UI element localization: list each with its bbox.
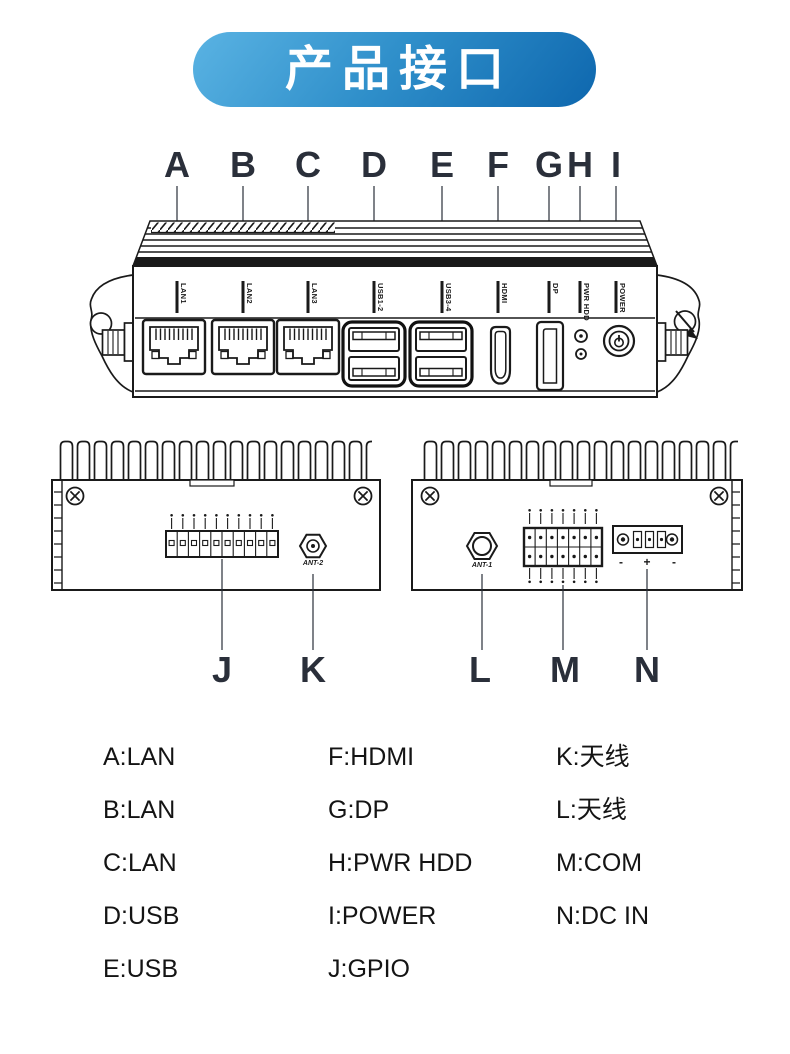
led-indicators — [574, 329, 588, 360]
callout-letter-f: F — [487, 144, 509, 185]
bottom-right-callout-lines — [481, 569, 648, 650]
lan-port-2 — [210, 318, 276, 376]
legend-item: F:HDMI — [328, 743, 415, 771]
legend-item: N:DC IN — [556, 902, 650, 930]
front-heatsink-top — [131, 220, 659, 267]
heatsink-fins — [422, 438, 738, 482]
callout-letter-i: I — [610, 144, 622, 185]
heatsink-fins — [58, 438, 372, 482]
port-label-pwr-hdd: PWR HDD — [582, 283, 591, 321]
corner-screw — [420, 486, 440, 506]
hdmi-port — [489, 325, 512, 385]
dc-in-terminal — [612, 525, 683, 554]
corner-screw — [353, 486, 373, 506]
page-title-banner: 产品接口 — [193, 32, 596, 107]
legend-item: B:LAN — [103, 796, 176, 824]
callout-letter-j: J — [211, 649, 233, 690]
dc-pin-minus-right: - — [672, 555, 676, 569]
dp-port — [535, 320, 565, 392]
antenna-connector-1 — [465, 532, 499, 560]
callout-letter-g: G — [534, 144, 564, 185]
legend-item: E:USB — [103, 955, 179, 983]
dc-pin-plus: + — [643, 555, 651, 569]
callout-letter-k: K — [300, 649, 326, 690]
page-title: 产品接口 — [284, 42, 513, 96]
port-legend: A:LAN B:LAN C:LAN D:USB E:USB F:HDMI G:D… — [0, 742, 790, 1022]
lan-port-3 — [275, 318, 341, 376]
port-label-usb1-2: USB1-2 — [376, 283, 385, 312]
corner-screw — [709, 486, 729, 506]
callout-letter-d: D — [361, 144, 387, 185]
com-header — [522, 508, 604, 584]
port-label-lan1: LAN1 — [179, 283, 188, 304]
bottom-right-device-drawing — [411, 438, 743, 650]
callout-letter-h: H — [567, 144, 593, 185]
lan-port-1 — [141, 318, 207, 376]
legend-item: D:USB — [103, 902, 180, 930]
legend-item: I:POWER — [328, 902, 437, 930]
port-label-dp: DP — [551, 283, 560, 295]
port-label-lan2: LAN2 — [245, 283, 254, 304]
usb-ports-1-2 — [341, 320, 407, 388]
legend-item: K:天线 — [556, 743, 630, 771]
callout-letter-c: C — [295, 144, 321, 185]
bottom-left-callout-lines — [221, 559, 314, 650]
legend-item: L:天线 — [556, 796, 627, 824]
legend-item: C:LAN — [103, 849, 177, 877]
legend-column-2: F:HDMI G:DP H:PWR HDD I:POWER J:GPIO — [328, 742, 472, 1007]
port-label-hdmi: HDMI — [500, 283, 509, 304]
port-label-usb3-4: USB3-4 — [444, 283, 453, 312]
usb-ports-3-4 — [408, 320, 474, 388]
legend-column-1: A:LAN B:LAN C:LAN D:USB E:USB — [103, 742, 179, 1007]
callout-letter-m: M — [550, 649, 580, 690]
callout-letter-n: N — [634, 649, 660, 690]
callout-letter-a: A — [164, 144, 190, 185]
front-panel-body — [132, 265, 658, 398]
ear-hole — [89, 312, 113, 335]
dc-pin-minus-left: - — [619, 555, 623, 569]
antenna-connector-2 — [298, 533, 328, 559]
port-label-lan3: LAN3 — [310, 283, 319, 304]
legend-item: H:PWR HDD — [328, 849, 473, 877]
legend-column-3: K:天线 L:天线 M:COM N:DC IN — [556, 742, 649, 954]
legend-item: G:DP — [328, 796, 390, 824]
gpio-terminal-block — [165, 513, 279, 558]
legend-item: M:COM — [556, 849, 643, 877]
device-body — [411, 479, 743, 591]
bottom-left-device-drawing — [51, 438, 381, 650]
port-label-power: POWER — [618, 283, 627, 313]
legend-item: J:GPIO — [328, 955, 410, 983]
port-label-bars — [175, 281, 618, 313]
power-button — [602, 324, 636, 358]
callout-letter-b: B — [230, 144, 256, 185]
callout-letter-l: L — [469, 649, 491, 690]
corner-screw — [65, 486, 85, 506]
front-device-drawing — [89, 186, 701, 398]
legend-item: A:LAN — [103, 743, 176, 771]
antenna-1-label: ANT-1 — [471, 562, 493, 569]
callout-letter-e: E — [429, 144, 455, 185]
antenna-2-label: ANT-2 — [302, 560, 324, 567]
